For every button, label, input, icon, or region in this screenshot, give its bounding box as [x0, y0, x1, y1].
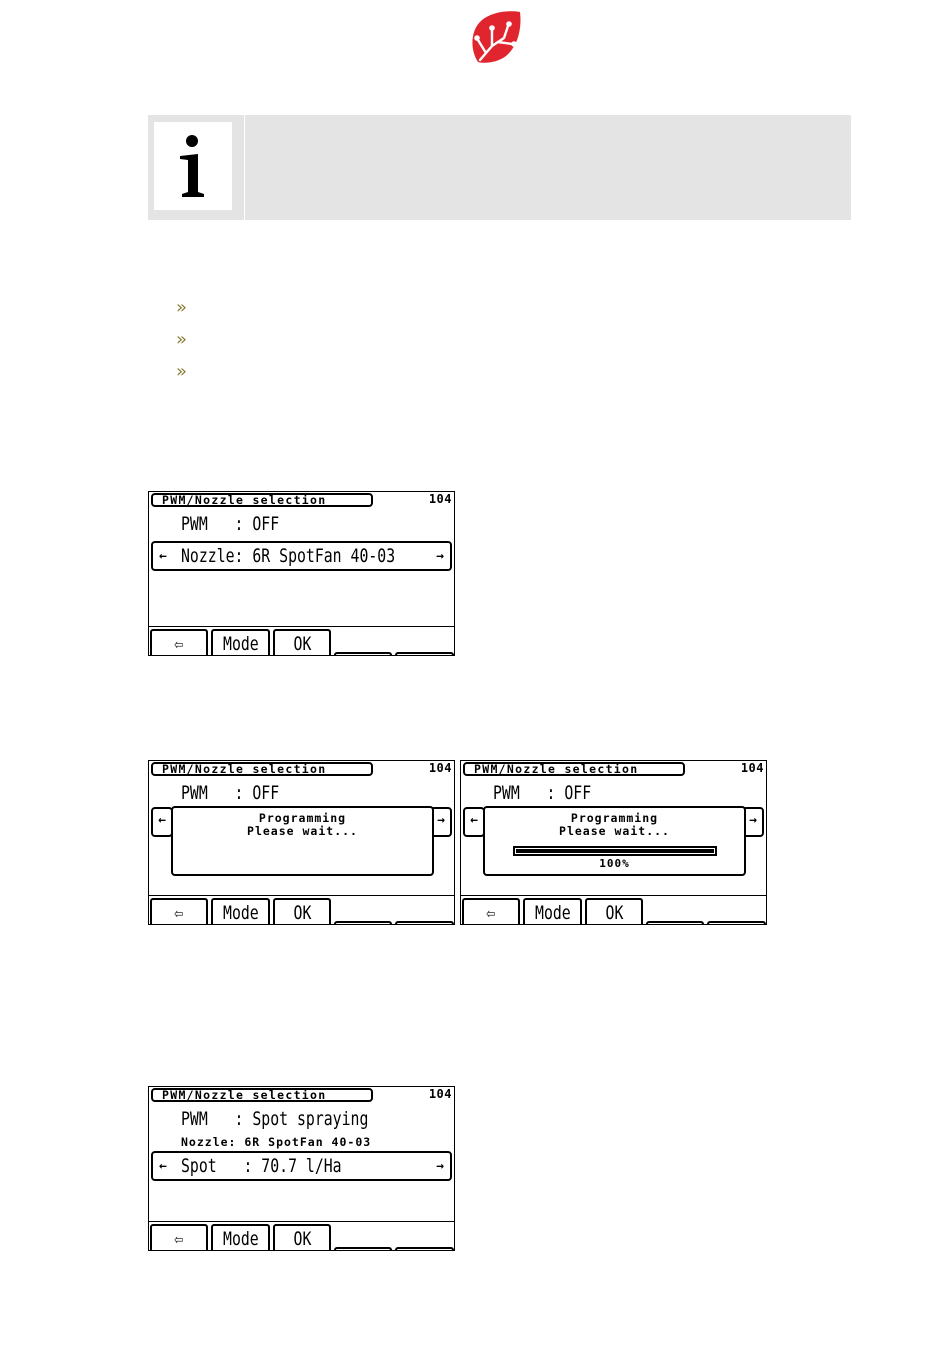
info-icon-cell: [148, 115, 245, 220]
softkey-empty[interactable]: [395, 921, 454, 924]
progress-bar: [513, 846, 717, 856]
page-number: 104: [428, 492, 452, 506]
pwm-row: PWM : OFF: [181, 782, 280, 804]
dialog-message: Please wait...: [559, 824, 670, 838]
back-arrow-icon: ⇦: [174, 902, 184, 924]
arrow-left-icon[interactable]: ←: [463, 807, 485, 837]
back-button[interactable]: ⇦: [150, 1224, 208, 1250]
mode-button[interactable]: Mode: [211, 898, 270, 924]
arrow-left-icon[interactable]: ←: [159, 549, 167, 564]
circuit-leaf-logo-icon: [472, 11, 521, 63]
terminal-screen-spot-spraying: PWM/Nozzle selection 104 PWM : Spot spra…: [148, 1086, 455, 1251]
back-arrow-icon: ⇦: [174, 1228, 184, 1250]
softkey-bar: ⇦ Mode OK: [149, 1221, 454, 1250]
screen-header: PWM/Nozzle selection: [463, 762, 685, 776]
ok-button[interactable]: OK: [273, 1224, 331, 1250]
bullet-marker: »: [176, 361, 188, 382]
info-icon: [154, 122, 232, 210]
pwm-row[interactable]: PWM : OFF: [181, 513, 280, 535]
softkey-empty[interactable]: [646, 921, 704, 924]
nozzle-row: Nozzle: 6R SpotFan 40-03: [181, 1135, 372, 1149]
arrow-right-icon[interactable]: →: [436, 549, 444, 564]
screen-header: PWM/Nozzle selection: [151, 493, 373, 507]
softkey-bar: ⇦ Mode OK: [461, 895, 766, 924]
pwm-row[interactable]: PWM : Spot spraying: [181, 1108, 369, 1130]
arrow-left-icon[interactable]: ←: [159, 1159, 167, 1174]
page-number: 104: [740, 761, 764, 775]
mode-button[interactable]: Mode: [211, 629, 270, 655]
softkey-empty[interactable]: [707, 921, 766, 924]
bullet-marker: »: [176, 329, 188, 350]
terminal-screen-programming: PWM/Nozzle selection 104 PWM : OFF ← → P…: [148, 760, 455, 925]
mode-button[interactable]: Mode: [211, 1224, 270, 1250]
softkey-bar: ⇦ Mode OK: [149, 895, 454, 924]
ok-button[interactable]: OK: [585, 898, 643, 924]
softkey-empty[interactable]: [395, 1247, 454, 1250]
spot-rate-selector[interactable]: ← Spot : 70.7 l/Ha →: [151, 1151, 452, 1181]
spot-rate-value: Spot : 70.7 l/Ha: [181, 1155, 342, 1177]
back-button[interactable]: ⇦: [150, 629, 208, 655]
progress-bar-fill: [516, 849, 714, 853]
back-arrow-icon: ⇦: [174, 633, 184, 655]
mode-button[interactable]: Mode: [523, 898, 582, 924]
page-number: 104: [428, 1087, 452, 1101]
dialog-title: Programming: [570, 811, 659, 825]
nozzle-selector[interactable]: ← Nozzle: 6R SpotFan 40-03 →: [151, 541, 452, 571]
back-arrow-icon: ⇦: [486, 902, 496, 924]
dialog-title: Programming: [258, 811, 347, 825]
softkey-empty[interactable]: [334, 652, 392, 655]
softkey-empty[interactable]: [395, 652, 454, 655]
page-number: 104: [428, 761, 452, 775]
screen-header: PWM/Nozzle selection: [151, 1088, 373, 1102]
softkey-bar: ⇦ Mode OK: [149, 626, 454, 655]
arrow-right-icon[interactable]: →: [436, 1159, 444, 1174]
programming-dialog: Programming Please wait...: [171, 806, 434, 876]
ok-button[interactable]: OK: [273, 898, 331, 924]
back-button[interactable]: ⇦: [462, 898, 520, 924]
programming-dialog: Programming Please wait... 100%: [483, 806, 746, 876]
dialog-message: Please wait...: [247, 824, 358, 838]
arrow-left-icon[interactable]: ←: [151, 807, 173, 837]
info-i-glyph: [180, 135, 204, 197]
info-note-box: [148, 115, 851, 220]
softkey-empty[interactable]: [334, 921, 392, 924]
softkey-empty[interactable]: [334, 1247, 392, 1250]
pwm-row: PWM : OFF: [493, 782, 592, 804]
screen-header: PWM/Nozzle selection: [151, 762, 373, 776]
ok-button[interactable]: OK: [273, 629, 331, 655]
nozzle-selector-value: Nozzle: 6R SpotFan 40-03: [181, 545, 396, 567]
progress-label: 100%: [599, 857, 630, 870]
terminal-screen-programming-progress: PWM/Nozzle selection 104 PWM : OFF ← → P…: [460, 760, 767, 925]
terminal-screen-nozzle-selection: PWM/Nozzle selection 104 PWM : OFF ← Noz…: [148, 491, 455, 656]
bullet-marker: »: [176, 297, 188, 318]
arrow-right-icon[interactable]: →: [430, 807, 452, 837]
back-button[interactable]: ⇦: [150, 898, 208, 924]
